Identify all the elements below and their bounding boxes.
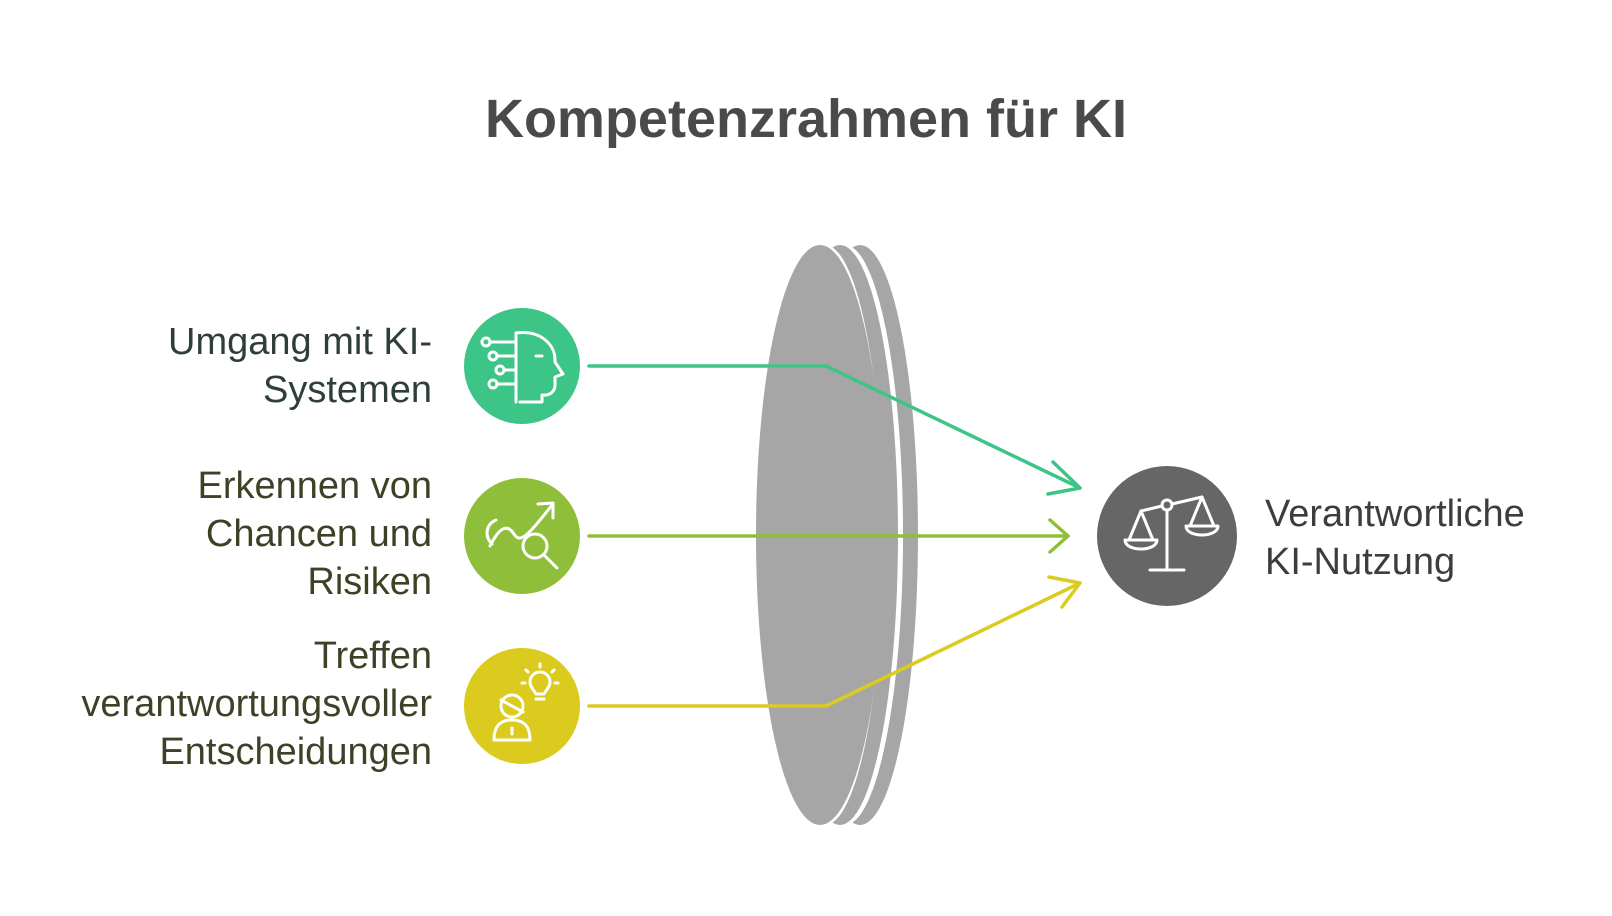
trend-magnifier-icon xyxy=(485,501,559,570)
arrow-umgang xyxy=(587,364,1082,496)
label-line: Systemen xyxy=(263,369,432,411)
page-title: Kompetenzrahmen für KI xyxy=(484,89,1128,149)
label-line: KI-Nutzung xyxy=(1265,541,1456,583)
person-idea-icon xyxy=(492,662,560,742)
label-line: verantwortungsvoller xyxy=(81,683,432,725)
input-circle-treffen xyxy=(464,648,580,764)
label-line: Verantwortliche xyxy=(1265,493,1525,535)
result-circle xyxy=(1097,466,1237,606)
ai-head-circuit-icon xyxy=(480,331,565,404)
label-line: Umgang mit KI- xyxy=(168,321,432,363)
input-label-treffen: Treffen verantwortungsvoller Entscheidun… xyxy=(81,632,432,776)
result-label: Verantwortliche KI-Nutzung xyxy=(1265,490,1525,586)
label-line: Chancen und xyxy=(205,513,432,555)
balance-scale-icon xyxy=(1123,495,1220,572)
arrow-erkennen xyxy=(587,518,1070,554)
input-circle-erkennen xyxy=(464,478,580,594)
input-label-erkennen: Erkennen von Chancen und Risiken xyxy=(198,462,433,606)
label-line: Treffen xyxy=(313,635,432,677)
label-line: Erkennen von xyxy=(197,465,433,507)
arrow-treffen xyxy=(587,575,1082,708)
input-label-umgang: Umgang mit KI- Systemen xyxy=(168,318,432,414)
input-circle-umgang xyxy=(464,308,580,424)
label-line: Risiken xyxy=(307,561,432,603)
label-line: Entscheidungen xyxy=(159,731,432,773)
